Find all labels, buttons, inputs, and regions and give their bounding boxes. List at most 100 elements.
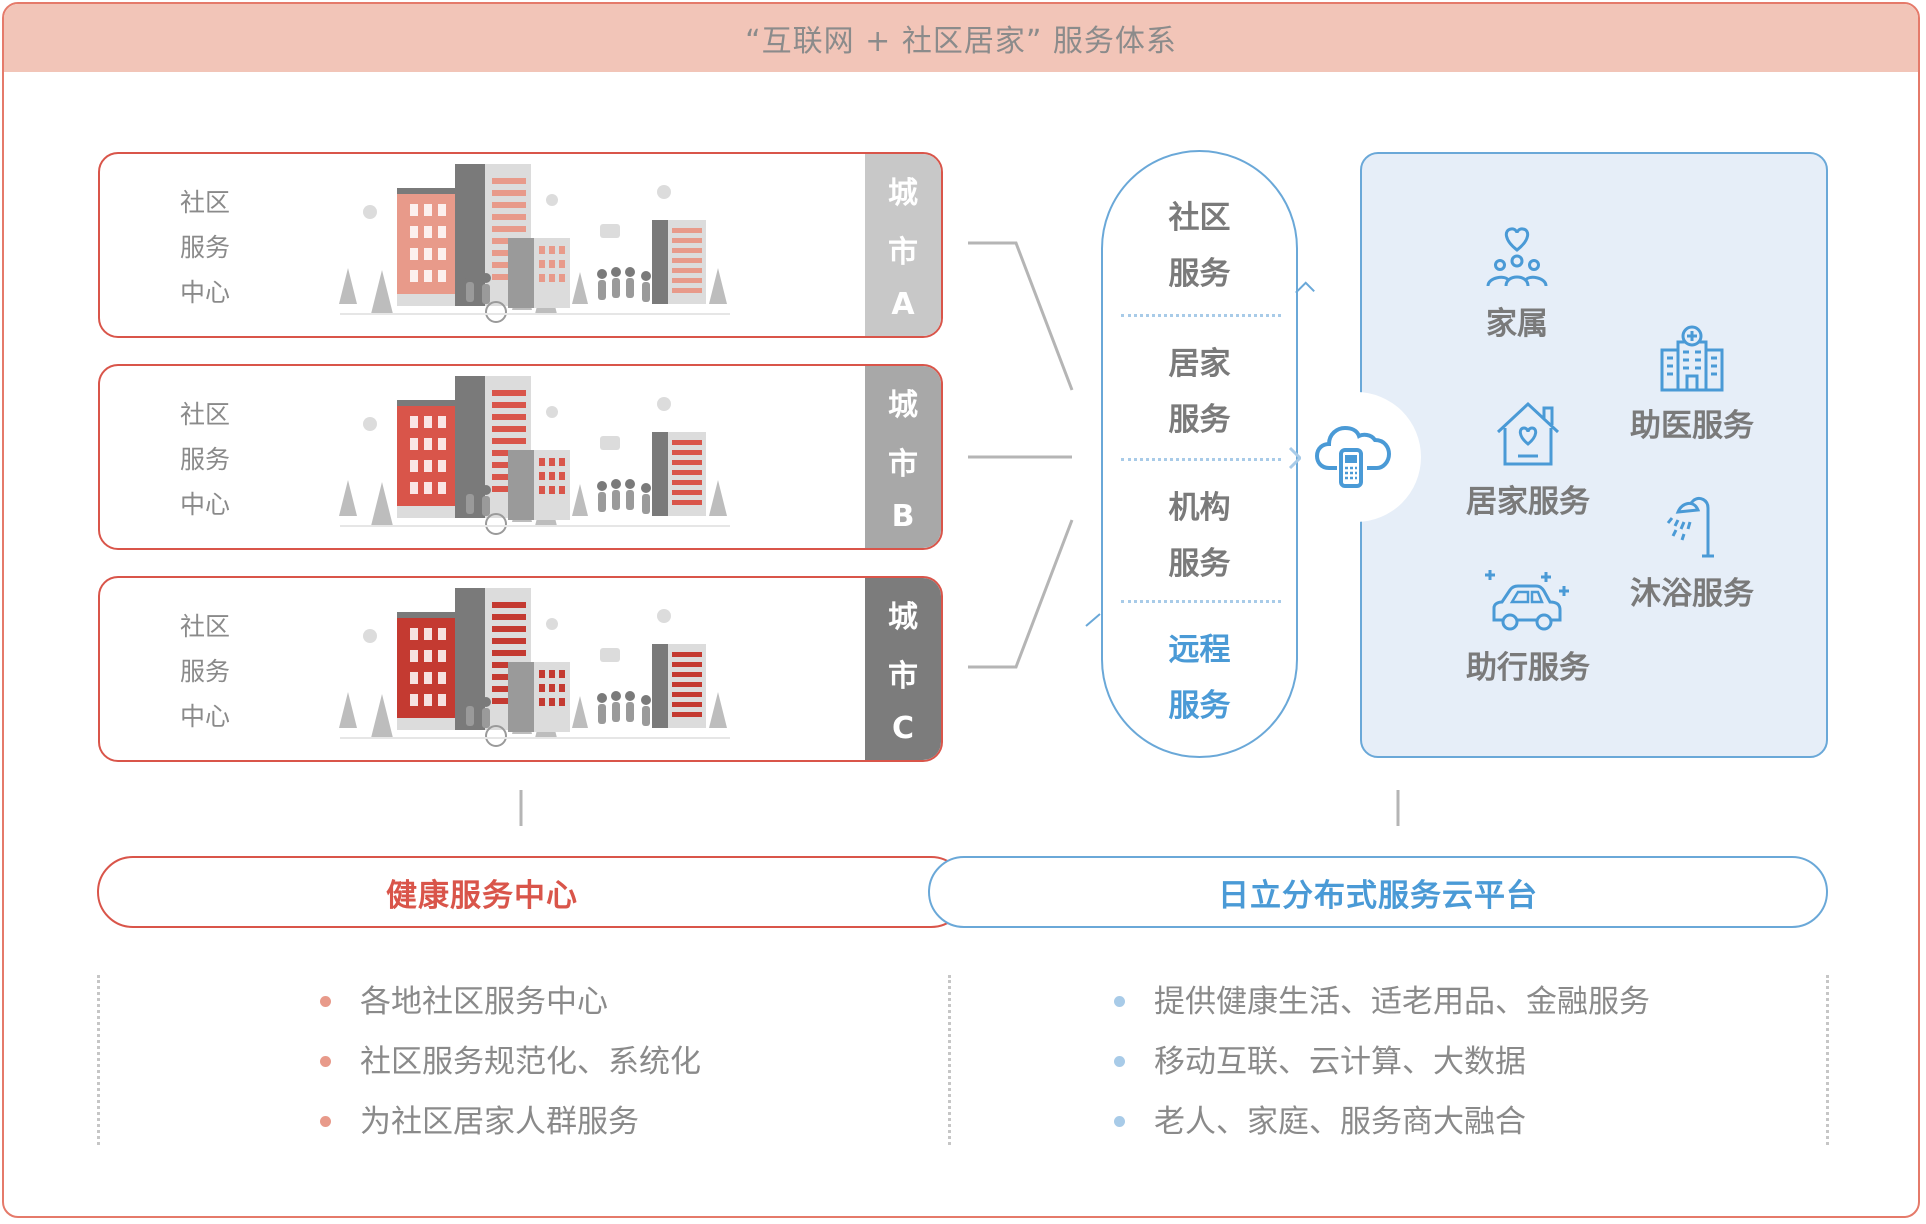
window [424,416,432,428]
wheelchair-wheel [485,725,507,747]
service-label: 助行服务 [1466,650,1590,686]
capsule-divider [1121,314,1281,317]
window [438,694,446,706]
city-card-b: 社区 服务 中心 城 市 B [98,364,943,550]
window [438,482,446,494]
person-head [625,479,635,489]
service-medical: 助医服务 [1630,324,1754,445]
person-head [481,697,491,707]
connector-c [968,519,1074,669]
window [539,684,545,692]
community-center-label: 社区 服务 中心 [180,392,240,527]
window [539,274,545,282]
tower-stripe [492,602,526,608]
right-stripe [672,278,702,283]
tree [339,480,357,516]
window [438,248,446,260]
bullet-text: 提供健康生活、适老用品、金融服务 [1154,984,1650,1020]
capsule-line: 机构 [1168,490,1231,526]
window [424,204,432,216]
hospital-icon [1660,325,1724,392]
bullet-item: 社区服务规范化、系统化 [318,1032,701,1092]
building-roof [397,400,459,406]
wifi-mark [657,185,671,199]
balloon [363,629,377,643]
tree [371,270,393,314]
bullet-text: 各地社区服务中心 [360,984,608,1020]
right-stripe [672,480,702,485]
bullet-item: 提供健康生活、适老用品、金融服务 [1112,972,1650,1032]
dotted-divider [97,975,100,1145]
window [410,248,418,260]
city-char: 城 [888,599,918,635]
service-family: 家属 [1482,224,1552,343]
label-line: 社区 [180,400,231,429]
window [424,694,432,706]
bullet-dot [320,1116,331,1127]
tree [339,692,357,728]
window [559,670,565,678]
right-stripe [672,228,702,233]
window [438,226,446,238]
city-card-c: 社区 服务 中心 城 市 C [98,576,943,762]
bullet-text: 社区服务规范化、系统化 [360,1044,701,1080]
city-tab: 城 市 C [865,578,941,760]
person-body [626,490,634,510]
tower-stripe [492,626,526,632]
person-head [597,693,607,703]
right-stripe [672,662,702,667]
building-base [397,506,459,518]
city-tab: 城 市 A [865,154,941,336]
person-head [465,271,475,281]
person-body [466,282,474,302]
city-illustration [339,376,730,535]
window [549,246,555,254]
dotted-divider [1826,975,1829,1145]
right-stripe [672,450,702,455]
person-head [611,691,621,701]
city-illustration [339,164,730,323]
window [539,246,545,254]
tree [572,696,588,728]
city-char: 市 [888,659,918,695]
capsule-service-community: 社区 服务 [1103,190,1296,302]
home-heart-icon [1496,401,1560,466]
person-head [481,485,491,495]
city-char: A [891,287,915,323]
person-body [642,282,650,302]
capsule-line: 远程 [1168,632,1231,668]
capsule-line: 服务 [1168,546,1231,582]
tree [709,480,727,516]
bullet-text: 移动互联、云计算、大数据 [1154,1044,1526,1080]
health-service-center-pill: 健康服务中心 [97,856,967,928]
tower-stripe [492,190,526,196]
window [559,458,565,466]
city-char: 城 [888,387,918,423]
window [559,684,565,692]
right-stripe [672,288,702,293]
antenna [546,194,558,206]
car-icon [1485,570,1569,631]
cloud-platform-bullets: 提供健康生活、适老用品、金融服务 移动互联、云计算、大数据 老人、家庭、服务商大… [1112,972,1650,1152]
chat-bubble [600,224,620,238]
right-stripe [672,702,702,707]
capsule-line: 服务 [1168,256,1231,292]
right-stripe [672,500,702,505]
window [539,670,545,678]
window [438,628,446,640]
community-center-label: 社区 服务 中心 [180,180,240,315]
bullet-item: 移动互联、云计算、大数据 [1112,1032,1650,1092]
right-stripe [672,470,702,475]
tree [339,268,357,304]
arrow-bottom-left [1085,613,1101,627]
building-roof [397,612,459,618]
services-panel: 家属 助医服务 居家服务 [1360,152,1828,758]
tree [709,692,727,728]
shower-icon [1666,496,1714,558]
window [539,698,545,706]
antenna [546,406,558,418]
person-body [482,708,490,728]
window [559,472,565,480]
arrow-mid [1288,446,1303,470]
balloon [363,417,377,431]
